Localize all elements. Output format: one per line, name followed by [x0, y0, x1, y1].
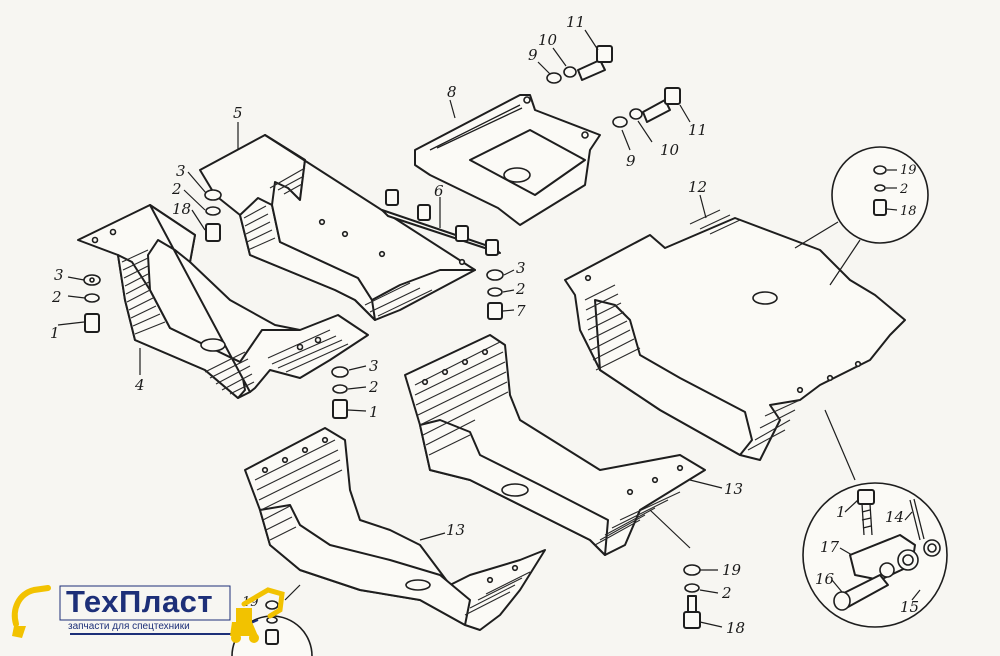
callout-17: 17	[820, 538, 840, 556]
callout-14: 14	[885, 508, 904, 526]
callout-3: 3	[369, 357, 379, 375]
bracket-part-12	[564, 194, 906, 481]
callout-19: 19	[900, 163, 917, 178]
callout-3: 3	[176, 162, 186, 180]
callout-13: 13	[724, 480, 743, 498]
callout-3: 3	[516, 259, 526, 277]
callout-2: 2	[721, 584, 732, 602]
callout-1: 1	[50, 324, 60, 342]
callout-6: 6	[434, 182, 444, 200]
detail-circle-top	[831, 146, 929, 244]
callout-18: 18	[900, 204, 917, 219]
callout-2: 2	[515, 280, 526, 298]
callout-10: 10	[660, 141, 680, 159]
bracket-part-4	[77, 204, 369, 399]
callout-2: 2	[51, 288, 62, 306]
callout-10: 10	[538, 31, 558, 49]
callout-2: 2	[899, 182, 908, 197]
callout-labels: 1 2 3 3 2 18 5 4 6 3 2 7 3 2 1 8 9 10 11…	[50, 13, 919, 637]
callout-8: 8	[447, 83, 457, 101]
fasteners	[57, 29, 723, 629]
excavator-logo-icon	[11, 585, 285, 643]
callout-1: 1	[836, 503, 846, 521]
callout-13: 13	[446, 521, 465, 539]
callout-3: 3	[54, 266, 64, 284]
callout-2: 2	[171, 180, 182, 198]
callout-9: 9	[626, 152, 636, 170]
bracket-part-5	[199, 122, 476, 321]
callout-11: 11	[688, 121, 707, 139]
bolt-bar-part-6	[381, 189, 501, 256]
callout-19: 19	[722, 561, 742, 579]
callout-16: 16	[815, 570, 835, 588]
callout-18: 18	[172, 200, 191, 218]
callout-1: 1	[369, 403, 379, 421]
callout-9: 9	[528, 46, 538, 64]
callout-7: 7	[516, 302, 526, 320]
callout-12: 12	[688, 178, 707, 196]
callout-2: 2	[368, 378, 379, 396]
brand-tagline: запчасти для спецтехники	[68, 621, 190, 632]
bracket-part-13-middle	[404, 334, 723, 556]
callout-11: 11	[566, 13, 585, 31]
brand-name: ТехПласт	[66, 584, 214, 619]
cover-plate-part-8	[414, 94, 601, 226]
callout-18: 18	[726, 619, 745, 637]
callout-4: 4	[134, 376, 145, 394]
detail-circle-bottom	[802, 482, 948, 628]
callout-15: 15	[900, 598, 919, 616]
callout-5: 5	[233, 104, 243, 122]
bracket-part-13-lower	[244, 427, 546, 631]
brand-logo: ТехПласт запчасти для спецтехники	[8, 580, 300, 652]
